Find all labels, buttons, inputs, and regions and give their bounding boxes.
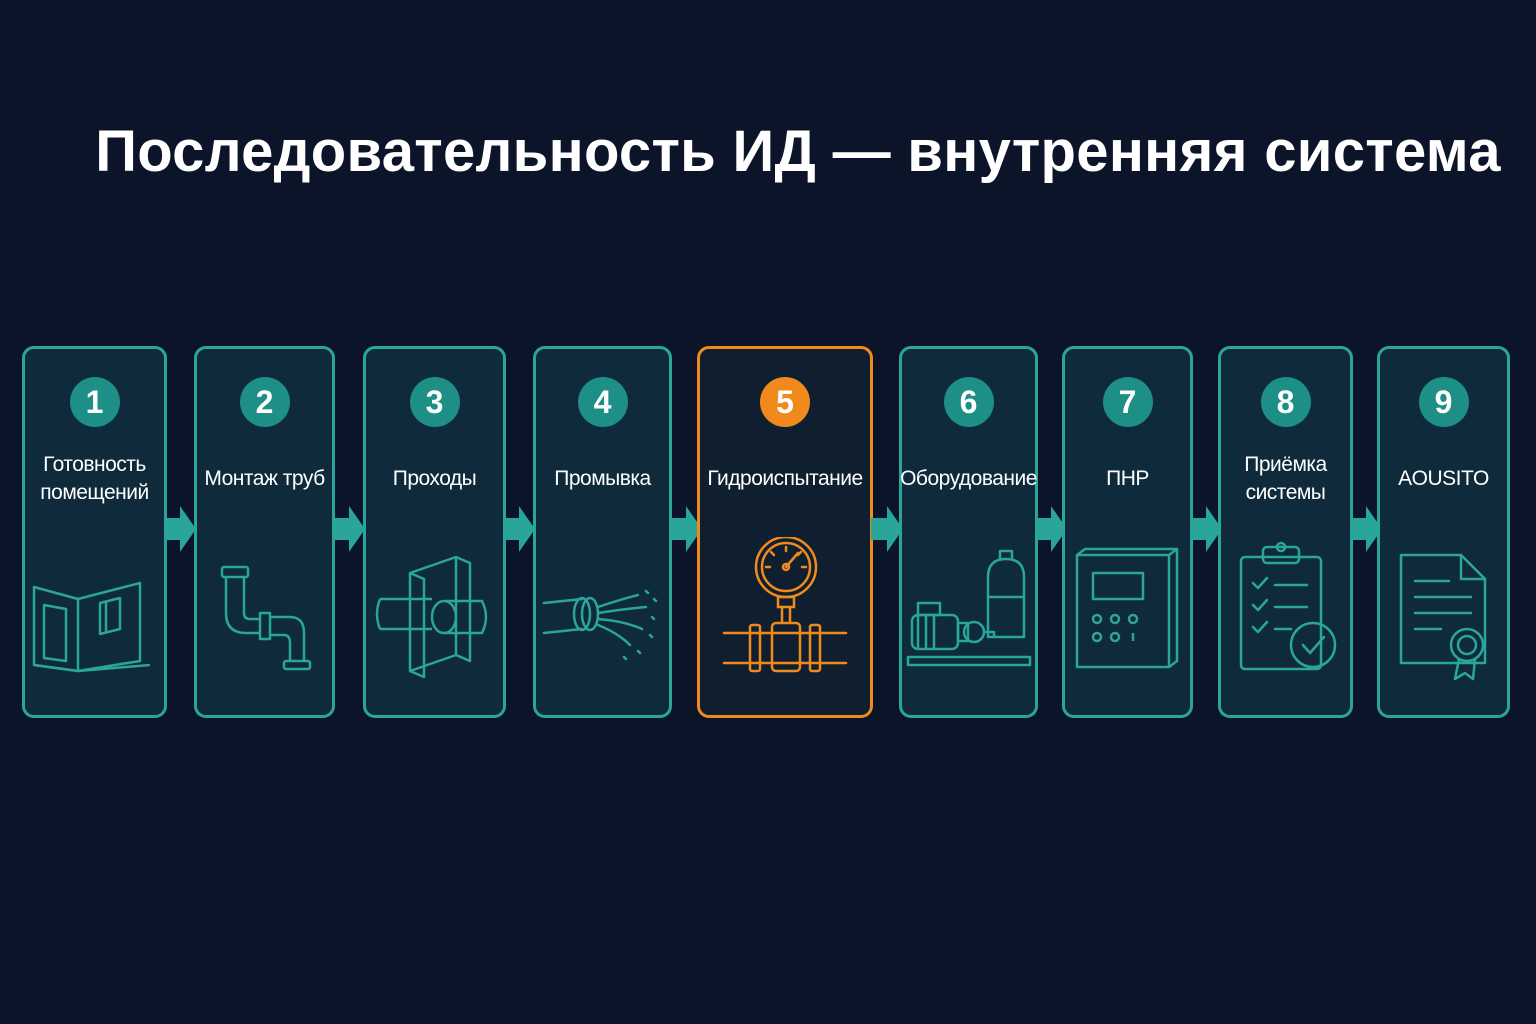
step-number-badge: 5 [760,377,810,427]
step-label: Гидроиспытание [707,467,863,490]
room-icon [30,537,160,687]
step-number-badge: 6 [943,377,994,427]
step-number-badge: 9 [1418,377,1469,427]
step-number-badge: 7 [1102,377,1153,427]
arrow-icon [333,506,365,552]
step-card-5: 5 Гидроиспытание [697,346,873,718]
step-label: Оборудование [900,467,1037,490]
control-panel-icon [1063,537,1193,687]
pump-icon [904,537,1034,687]
page-title: Последовательность ИД — внутренняя систе… [95,119,1501,184]
step-label: Монтаж труб [204,467,325,490]
step-number-badge: 8 [1260,377,1311,427]
step-card-1: 1 Готовность помещений [22,346,167,718]
arrow-icon [1190,506,1222,552]
wall-sleeve-icon [370,537,500,687]
step-label: AOUSITO [1398,467,1489,490]
arrow-icon [1350,506,1382,552]
step-label: ПНР [1106,467,1149,490]
arrow-icon [503,506,535,552]
step-label: Приёмка системы [1244,453,1327,504]
step-card-6: 6 Оборудование [899,346,1038,718]
arrow-icon [871,506,903,552]
arrow-icon [670,506,702,552]
arrow-icon [1035,506,1067,552]
step-number-badge: 3 [409,377,460,427]
pipe-icon [200,537,330,687]
step-card-3: 3 Проходы [363,346,506,718]
step-number-badge: 4 [577,377,628,427]
step-number-badge: 2 [239,377,290,427]
step-label: Промывка [554,467,651,490]
step-number-badge: 1 [69,377,120,427]
step-label: Проходы [392,467,477,490]
step-card-4: 4 Промывка [533,346,672,718]
flushing-icon [538,537,668,687]
step-label: Готовность помещений [40,453,149,504]
certificate-icon [1379,537,1509,687]
step-card-8: 8 Приёмка системы [1218,346,1353,718]
arrow-icon [164,506,196,552]
clipboard-check-icon [1221,537,1351,687]
step-card-7: 7 ПНР [1062,346,1193,718]
step-card-9: 9 AOUSITO [1377,346,1510,718]
step-card-2: 2 Монтаж труб [194,346,335,718]
pressure-gauge-icon [720,535,850,687]
